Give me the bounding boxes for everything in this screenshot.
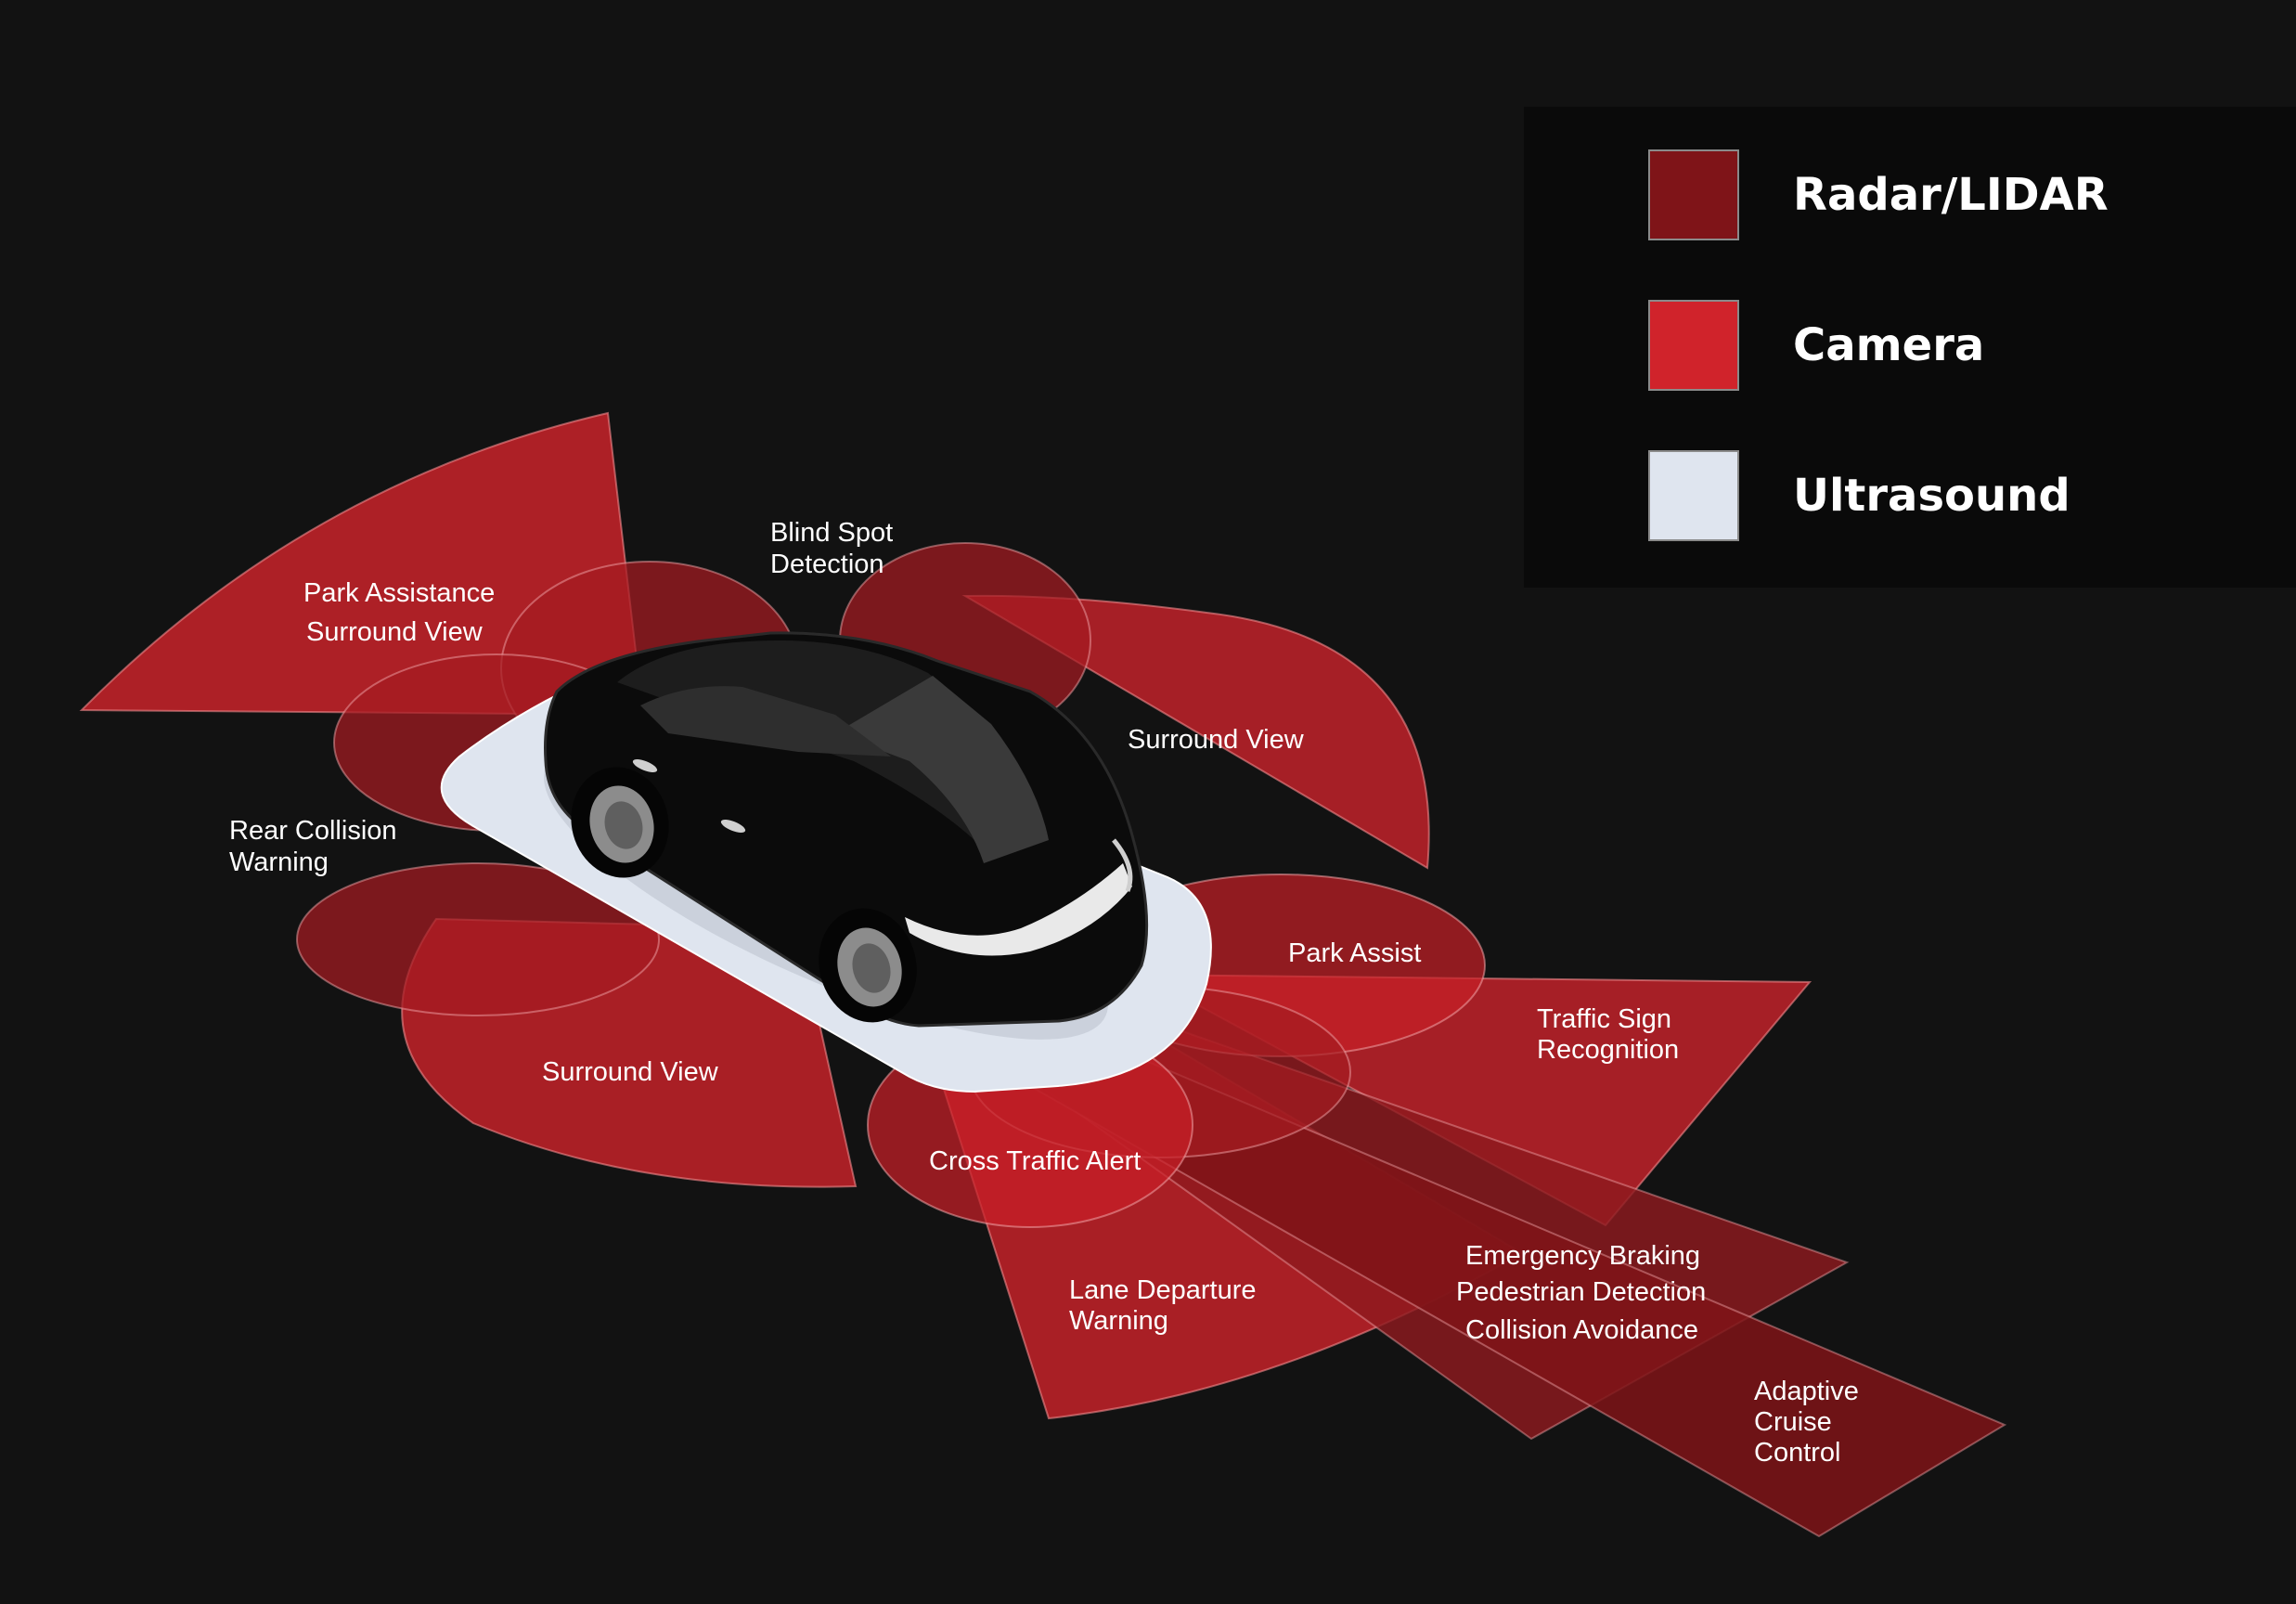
legend-swatch-ultrasound: [1648, 450, 1739, 541]
label-surround-view-right: Surround View: [1128, 725, 1305, 755]
label-cross-traffic-alert: Cross Traffic Alert: [929, 1146, 1141, 1176]
legend-label-ultrasound: Ultrasound: [1793, 470, 2070, 522]
car-grille-highlight: [1112, 838, 1133, 892]
car-headlight: [905, 863, 1132, 956]
zone-labels: Park Assistance Surround View Blind Spot…: [229, 518, 1866, 1468]
legend-item-camera: Camera: [1648, 299, 1984, 392]
label-traffic-sign-recognition: Traffic Sign Recognition: [1537, 1004, 1679, 1065]
legend-label-radar-lidar: Radar/LIDAR: [1793, 169, 2109, 221]
car-windshield: [835, 676, 1049, 863]
label-adaptive-cruise-control: Adaptive Cruise Control: [1754, 1377, 1866, 1468]
zone-park-assistance-wedge: [79, 411, 645, 717]
car-front-wheel: [819, 908, 917, 1023]
car-rear-wheel: [571, 767, 669, 878]
legend-swatch-radar-lidar: [1648, 149, 1739, 240]
label-lane-departure-warning: Lane Departure Warning: [1069, 1275, 1264, 1336]
car-door-handle-front: [720, 820, 746, 833]
label-surround-view-left: Surround View: [542, 1057, 719, 1087]
car-side-windows: [640, 686, 891, 757]
legend-item-radar-lidar: Radar/LIDAR: [1648, 149, 2109, 241]
label-park-assist: Park Assist: [1288, 938, 1421, 968]
legend-label-camera: Camera: [1793, 319, 1985, 371]
car-door-handle-rear: [632, 759, 658, 772]
label-blind-spot-detection: Blind Spot Detection: [770, 518, 900, 579]
zone-rear-collision-ellipse: [296, 862, 660, 1016]
sensor-legend: Radar/LIDAR Camera Ultrasound: [1524, 107, 2296, 588]
label-emergency-braking: Emergency Braking Pedestrian Detection C…: [1456, 1241, 1713, 1345]
legend-swatch-camera: [1648, 300, 1739, 391]
legend-item-ultrasound: Ultrasound: [1648, 449, 2070, 542]
label-rear-collision-warning: Rear Collision Warning: [229, 816, 405, 877]
label-park-assistance: Park Assistance Surround View: [303, 578, 502, 647]
car-illustration: [544, 631, 1149, 1040]
